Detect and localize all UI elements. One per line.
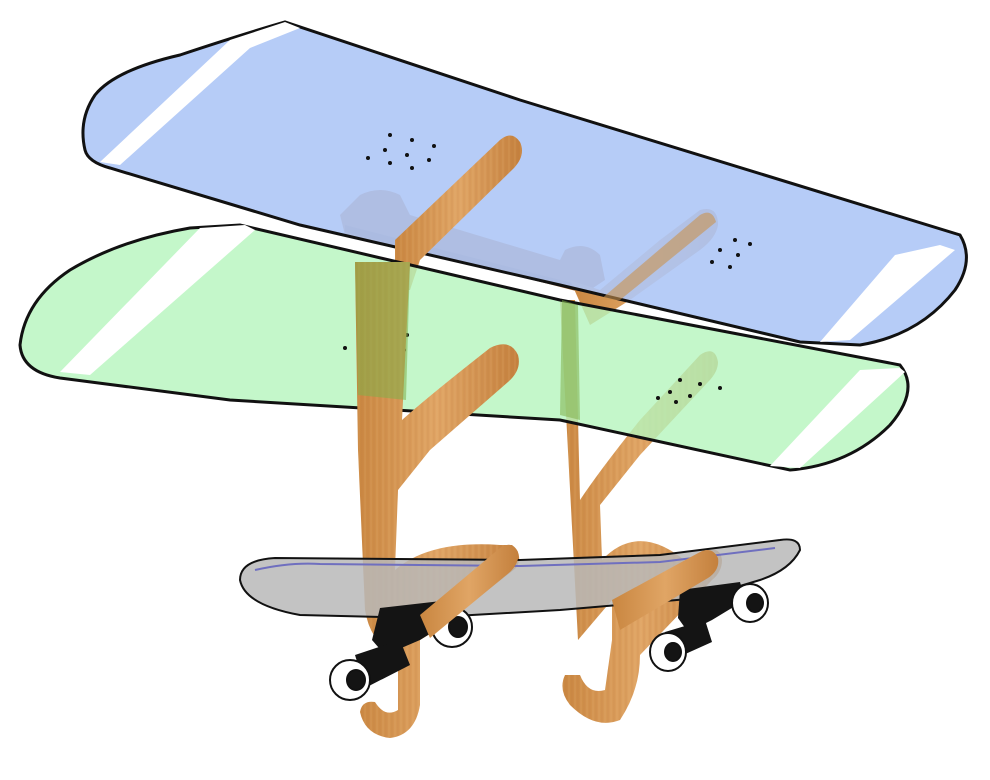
upper-board-binding-holes — [366, 133, 752, 269]
front-rack-upper-arm — [395, 135, 522, 290]
right-wheels — [649, 583, 769, 672]
lower-snowboard — [18, 223, 910, 472]
upper-snowboard — [81, 20, 968, 347]
skate-hook-arms — [420, 544, 719, 638]
rear-rack-post-overlap — [560, 212, 716, 420]
